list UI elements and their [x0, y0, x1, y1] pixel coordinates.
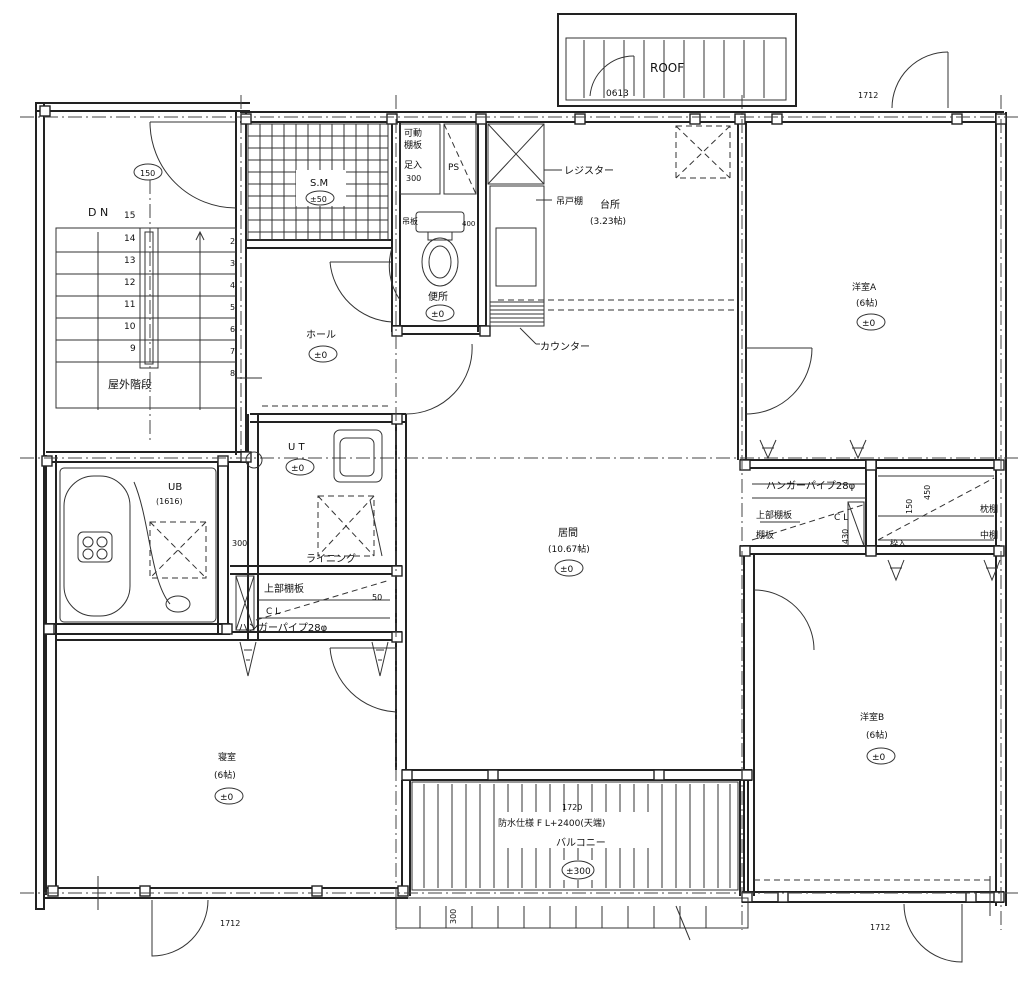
- western-b-label: 洋室B: [860, 711, 884, 723]
- western-b-size: (6帖): [866, 729, 888, 741]
- shelf-ps: 可動 棚板 足入 300 PS: [399, 123, 477, 195]
- stair-step-10: 10: [124, 322, 136, 332]
- stair-right-8: 8: [230, 369, 235, 378]
- closet-right: ハンガーパイプ28φ 上部棚板 棚板 C L 枕棚 中棚 枠入 450 150 …: [751, 475, 1001, 582]
- hall-label: ホール: [306, 329, 336, 341]
- ut-label: U T: [288, 442, 305, 453]
- toilet-dim: 400: [462, 220, 475, 228]
- stair-right-3: 3: [230, 259, 235, 268]
- ps-label: PS: [448, 163, 459, 173]
- dim-top-right: 1712: [858, 91, 878, 100]
- bedroom-level: ±0: [220, 793, 234, 803]
- shelf-line2: 棚板: [404, 139, 422, 151]
- stair-step-9: 9: [130, 344, 136, 354]
- structural-posts: [39, 105, 1007, 903]
- closet-dim-150: 150: [905, 499, 914, 514]
- kitchen-label: 台所: [600, 198, 620, 211]
- balcony-note: 防水仕様 F L+2400(天端): [498, 817, 605, 829]
- living-label: 居間: [558, 527, 578, 539]
- stair-right-4: 4: [230, 281, 235, 290]
- lighting-label: ライニング: [306, 552, 356, 565]
- stair-label: 屋外階段: [108, 377, 152, 391]
- closet-right-shelf: 棚板: [756, 529, 774, 541]
- toilet-room: 吊板 400 便所 ±0: [388, 211, 475, 322]
- sm-label: S.M: [310, 178, 328, 189]
- closet-left-upper-shelf: 上部棚板: [264, 582, 304, 595]
- stair-step-11: 11: [124, 300, 135, 310]
- stair-right-6: 6: [230, 325, 235, 334]
- sm-storage: S.M ±50: [247, 123, 389, 241]
- living-room: 居間 (10.67帖) ±0: [329, 527, 590, 713]
- closet-pillow-shelf: 枕棚: [980, 503, 998, 515]
- kitchen-cabinet: 吊戸棚: [556, 195, 583, 207]
- roof-dimension: 0613: [606, 89, 629, 99]
- bedroom-size: (6帖): [214, 769, 236, 781]
- closet-middle-shelf: 中棚: [980, 529, 998, 541]
- ub-dim: 300: [232, 539, 247, 548]
- kitchen-counter: カウンター: [540, 341, 590, 353]
- sm-code: ±50: [310, 195, 327, 204]
- closet-left: 上部棚板 C L ハンガーパイプ28φ 50: [235, 575, 391, 677]
- stair-door-code: 150: [140, 169, 155, 178]
- hanger-pipe-right: ハンガーパイプ28φ: [766, 480, 856, 492]
- ub-size: (1616): [156, 497, 183, 506]
- outer-walls: [35, 102, 1007, 910]
- shelf-line3: 足入: [404, 160, 422, 171]
- outdoor-stairs: D N 15 14 13 12 11 10 9 2 3 4 5 6 7 8 屋外…: [55, 121, 237, 440]
- kitchen-size: (3.23帖): [590, 215, 626, 227]
- stair-dn: D N: [88, 206, 108, 219]
- closet-stage: 枠入: [890, 538, 906, 548]
- toilet-shelf: 吊板: [402, 216, 418, 226]
- dim-bottom-right: 1712: [870, 923, 890, 932]
- hall-level: ±0: [314, 351, 328, 361]
- western-room-b: 洋室B (6帖) ±0: [753, 589, 896, 765]
- balcony: 1720 防水仕様 F L+2400(天端) バルコニー ±300 300: [395, 781, 749, 941]
- roof-label: ROOF: [650, 61, 684, 75]
- stair-step-12: 12: [124, 278, 135, 288]
- shelf-line1: 可動: [404, 128, 422, 139]
- balcony-level: ±300: [566, 867, 591, 877]
- western-a-size: (6帖): [856, 297, 878, 309]
- closet-dim-50: 50: [372, 593, 382, 602]
- kitchen-register: レジスター: [564, 165, 614, 177]
- balcony-label: バルコニー: [556, 837, 606, 849]
- living-size: (10.67帖): [548, 543, 590, 555]
- balcony-bottom-dim: 300: [449, 909, 458, 924]
- shelf-dim: 300: [406, 174, 421, 183]
- living-level: ±0: [560, 565, 574, 575]
- stair-right-5: 5: [230, 303, 235, 312]
- stair-right-7: 7: [230, 347, 235, 356]
- toilet-level: ±0: [431, 310, 445, 320]
- closet-right-upper-shelf: 上部棚板: [756, 509, 792, 521]
- closet-dim-450: 450: [923, 485, 932, 500]
- bedroom-label: 寝室: [218, 751, 236, 763]
- western-a-label: 洋室A: [852, 281, 877, 293]
- stair-step-15: 15: [124, 211, 135, 221]
- dim-bottom-left: 1712: [220, 919, 240, 928]
- closet-right-cl: C L: [834, 513, 848, 523]
- closet-dim-430: 430: [841, 529, 850, 544]
- bedroom: 寝室 (6帖) ±0: [214, 751, 244, 805]
- western-b-level: ±0: [872, 753, 886, 763]
- center-lines: [20, 95, 1020, 930]
- roof-section: ROOF 0613: [557, 13, 797, 107]
- western-room-a: 洋室A (6帖) ±0: [745, 281, 886, 460]
- interior-walls: [46, 112, 1000, 896]
- ut-level: ±0: [291, 464, 305, 474]
- stair-step-13: 13: [124, 256, 135, 266]
- exterior-doors: 1712 1712 1712: [97, 51, 991, 963]
- western-a-level: ±0: [862, 319, 876, 329]
- hall: ホール ±0: [236, 261, 473, 415]
- utility: U T ±0 ライニング: [245, 429, 383, 565]
- hanger-pipe-left: ハンガーパイプ28φ: [238, 622, 328, 634]
- ub-label: UB: [168, 482, 182, 493]
- stair-right-2: 2: [230, 237, 235, 246]
- closet-left-cl: C L: [266, 607, 280, 617]
- balcony-dim: 1720: [562, 803, 582, 812]
- toilet-label: 便所: [428, 290, 448, 303]
- stair-step-14: 14: [124, 234, 136, 244]
- kitchen: レジスター 吊戸棚 台所 (3.23帖) カウンター: [487, 123, 738, 353]
- unit-bath: UB (1616) 300: [59, 467, 247, 623]
